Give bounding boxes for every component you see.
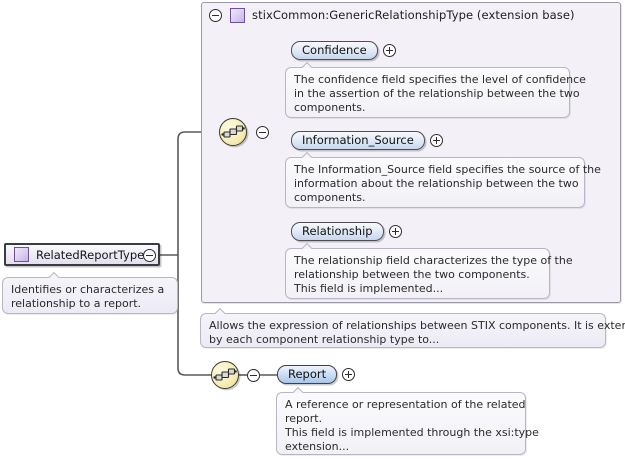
complextype-label: RelatedReportType	[36, 247, 145, 262]
complextype-swatch-icon	[14, 247, 29, 262]
complextype-minus-icon[interactable]	[143, 249, 156, 262]
doc-line: components.	[294, 191, 366, 204]
doc-line: report.	[285, 412, 323, 425]
doc-line: information about the relationship betwe…	[294, 177, 579, 190]
complextype-swatch-icon	[230, 7, 245, 23]
element-plus-icon-information-source[interactable]	[429, 134, 443, 147]
element-row-relationship: Relationship	[291, 222, 402, 241]
documentation-report: A reference or representation of the rel…	[276, 392, 539, 455]
documentation-relatedreporttype: Identifies or characterizes a relationsh…	[2, 277, 178, 314]
sequence-minus-icon-lower[interactable]	[247, 369, 260, 382]
doc-line: relationship to a report.	[11, 297, 142, 310]
element-row-information-source: Information_Source	[291, 131, 443, 150]
sequence-icon-own-content[interactable]	[211, 361, 239, 389]
documentation-confidence: The confidence field specifies the level…	[285, 67, 586, 118]
element-box-confidence[interactable]: Confidence	[291, 41, 378, 60]
doc-line: The confidence field specifies the level…	[294, 73, 586, 86]
doc-line: Identifies or characterizes a	[11, 283, 165, 296]
element-plus-icon-report[interactable]	[342, 368, 356, 381]
doc-line: in the assertion of the relationship bet…	[294, 87, 580, 100]
sequence-icon-extension-base[interactable]	[219, 118, 247, 146]
element-label: Confidence	[302, 42, 367, 57]
doc-line: relationship between the two components.	[294, 268, 530, 281]
extension-base-title: stixCommon:GenericRelationshipType (exte…	[252, 8, 575, 22]
doc-line: This field is implemented through the xs…	[285, 426, 539, 439]
doc-line: This field is implemented...	[294, 282, 444, 295]
complextype-box-relatedreporttype[interactable]: RelatedReportType	[4, 243, 161, 266]
complextype-minus-icon-wrapper	[143, 249, 156, 262]
sequence-glyph-icon	[221, 125, 245, 138]
sequence-minus-icon-wrapper-lower	[247, 369, 260, 382]
doc-line: extension...	[285, 440, 350, 453]
documentation-relationship: The relationship field characterizes the…	[285, 248, 573, 299]
documentation-information-source: The Information_Source field specifies t…	[285, 157, 601, 208]
extension-base-minus-icon[interactable]	[209, 8, 222, 22]
element-plus-icon-relationship[interactable]	[388, 225, 402, 238]
element-box-information-source[interactable]: Information_Source	[291, 131, 425, 150]
element-box-report[interactable]: Report	[277, 365, 338, 384]
element-box-relationship[interactable]: Relationship	[291, 222, 384, 241]
sequence-minus-icon-upper[interactable]	[256, 126, 269, 139]
doc-line: The Information_Source field specifies t…	[294, 163, 601, 176]
doc-line: Allows the expression of relationships b…	[209, 319, 625, 332]
element-row-confidence: Confidence	[291, 41, 396, 60]
element-plus-icon-confidence[interactable]	[382, 44, 396, 57]
element-label: Report	[288, 366, 327, 381]
documentation-extension-base: Allows the expression of relationships b…	[200, 313, 625, 348]
element-label: Information_Source	[302, 132, 414, 147]
doc-line: components.	[294, 101, 366, 114]
element-label: Relationship	[302, 223, 373, 238]
sequence-glyph-icon	[213, 368, 237, 381]
doc-line: The relationship field characterizes the…	[294, 254, 573, 267]
element-row-report: Report	[277, 365, 356, 384]
doc-line: A reference or representation of the rel…	[285, 398, 526, 411]
extension-base-header: stixCommon:GenericRelationshipType (exte…	[202, 3, 620, 27]
sequence-minus-icon-wrapper-upper	[256, 126, 269, 139]
doc-line: by each component relationship type to..…	[209, 333, 440, 346]
